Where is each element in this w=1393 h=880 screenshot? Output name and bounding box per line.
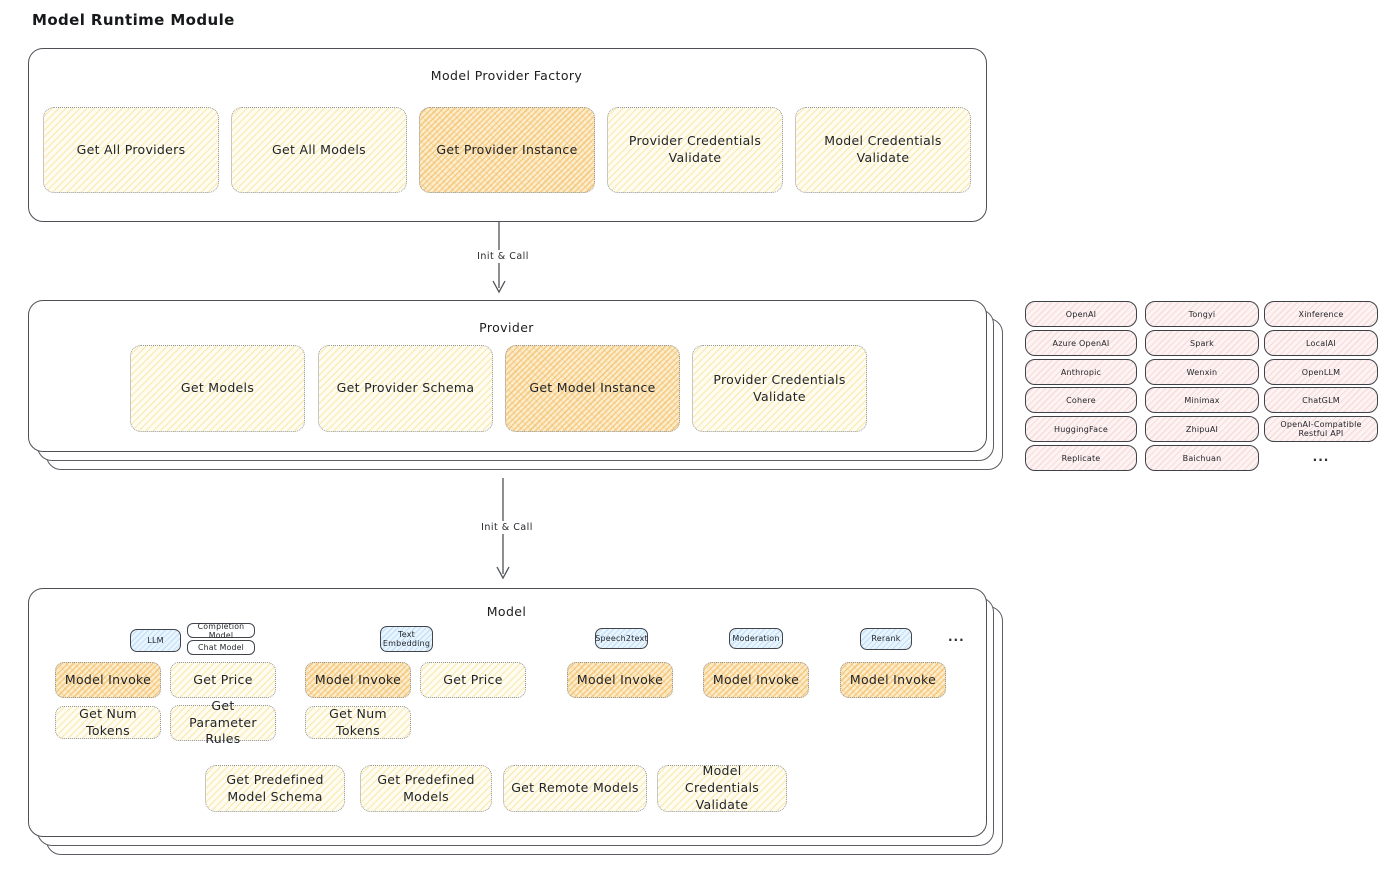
model-method-model-credentials-validate: Model Credentials Validate: [657, 763, 787, 812]
init-call-label-1: Init & Call: [468, 250, 538, 263]
provider-panel-title: Provider: [479, 320, 534, 335]
model-method-get-predefined-models: Get Predefined Models: [360, 765, 492, 812]
model-tabs-more: ...: [948, 630, 965, 644]
providers-grid-more: ...: [1312, 450, 1330, 464]
provider-chip-cohere: Cohere: [1025, 387, 1137, 413]
provider-chip-zhipuai: ZhipuAI: [1145, 416, 1259, 442]
tab-speech2text: Speech2text: [595, 628, 648, 649]
provider-chip-chatglm: ChatGLM: [1264, 387, 1378, 413]
factory-method-get-all-models: Get All Models: [231, 107, 407, 193]
model-method-invoke-llm: Model Invoke: [55, 662, 161, 698]
tab-text-embedding: Text Embedding: [380, 626, 433, 652]
model-method-get-remote-models: Get Remote Models: [503, 765, 647, 812]
provider-chip-minimax: Minimax: [1145, 387, 1259, 413]
provider-method-provider-credentials-validate: Provider Credentials Validate: [692, 345, 867, 432]
model-method-get-parameter-rules: Get Parameter Rules: [170, 698, 276, 746]
provider-chip-replicate: Replicate: [1025, 445, 1137, 471]
model-method-get-num-tokens-llm: Get Num Tokens: [55, 706, 161, 739]
model-method-invoke-rerank: Model Invoke: [840, 662, 946, 698]
provider-chip-tongyi: Tongyi: [1145, 301, 1259, 327]
provider-chip-openllm: OpenLLM: [1264, 359, 1378, 385]
provider-chip-azure-openai: Azure OpenAI: [1025, 330, 1137, 356]
provider-chip-openai: OpenAI: [1025, 301, 1137, 327]
model-method-invoke-text-embedding: Model Invoke: [305, 662, 411, 698]
factory-method-model-credentials-validate: Model Credentials Validate: [795, 107, 971, 193]
init-call-label-2: Init & Call: [472, 521, 542, 534]
factory-panel-title: Model Provider Factory: [430, 68, 583, 83]
tab-completion-model: Completion Model: [187, 622, 255, 640]
provider-method-get-provider-schema: Get Provider Schema: [318, 345, 493, 432]
tab-chat-model: Chat Model: [187, 640, 255, 655]
tab-llm: LLM: [130, 629, 181, 652]
page-title: Model Runtime Module: [32, 11, 235, 29]
provider-chip-wenxin: Wenxin: [1145, 359, 1259, 385]
provider-chip-spark: Spark: [1145, 330, 1259, 356]
model-method-invoke-speech2text: Model Invoke: [567, 662, 673, 698]
provider-chip-xinference: Xinference: [1264, 301, 1378, 327]
factory-method-get-provider-instance: Get Provider Instance: [419, 107, 595, 193]
provider-chip-huggingface: HuggingFace: [1025, 416, 1137, 442]
model-method-get-price-text-embedding: Get Price: [420, 662, 526, 698]
provider-chip-anthropic: Anthropic: [1025, 359, 1137, 385]
factory-method-get-all-providers: Get All Providers: [43, 107, 219, 193]
model-method-get-price-llm: Get Price: [170, 662, 276, 698]
provider-chip-baichuan: Baichuan: [1145, 445, 1259, 471]
model-panel-title: Model: [486, 604, 527, 619]
model-method-invoke-moderation: Model Invoke: [703, 662, 809, 698]
provider-chip-openai-compatible: OpenAI-Compatible Restful API: [1264, 416, 1378, 442]
factory-method-provider-credentials-validate: Provider Credentials Validate: [607, 107, 783, 193]
model-method-get-predefined-model-schema: Get Predefined Model Schema: [205, 765, 345, 812]
model-method-get-num-tokens-text-embedding: Get Num Tokens: [305, 706, 411, 739]
provider-chip-localai: LocalAI: [1264, 330, 1378, 356]
tab-moderation: Moderation: [729, 628, 783, 649]
provider-method-get-model-instance: Get Model Instance: [505, 345, 680, 432]
provider-method-get-models: Get Models: [130, 345, 305, 432]
tab-rerank: Rerank: [860, 628, 912, 650]
